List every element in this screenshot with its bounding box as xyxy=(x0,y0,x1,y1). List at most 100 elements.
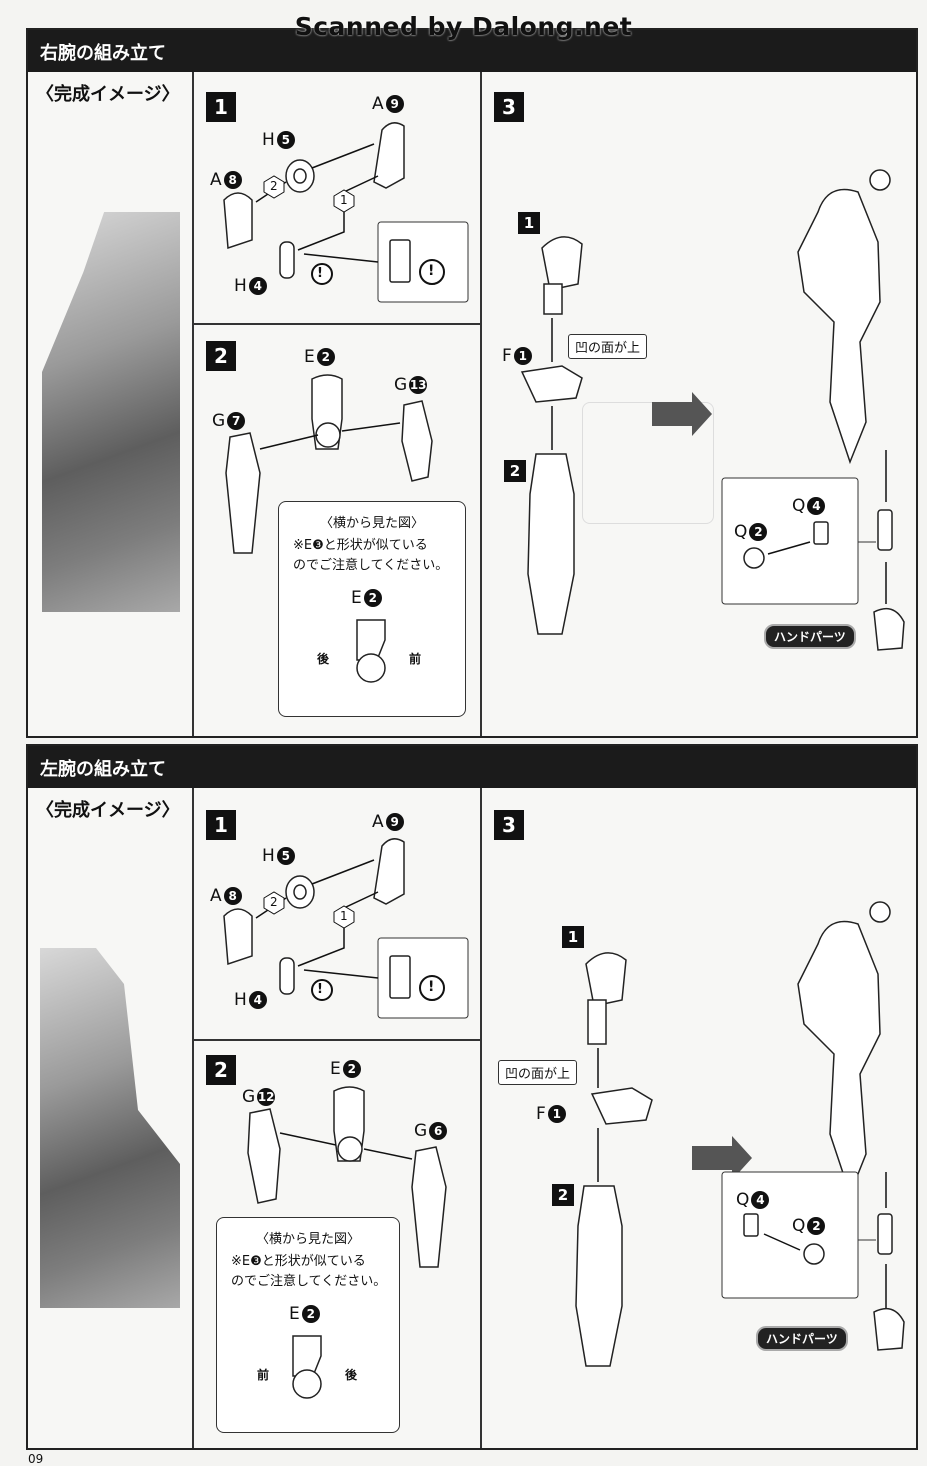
label-back: 後 xyxy=(317,652,330,666)
note-title: 〈横から見た図〉 xyxy=(255,1232,360,1247)
assembled-arm-shape xyxy=(797,188,881,465)
hand-part-shape xyxy=(873,607,905,651)
order-2-label: 2 xyxy=(270,895,278,909)
step-3-diagram xyxy=(520,169,905,651)
section-header: 右腕の組み立て xyxy=(28,30,916,72)
label-back: 後 xyxy=(345,1368,358,1382)
next-arrow xyxy=(652,392,712,436)
note-title: 〈横から見た図〉 xyxy=(319,516,424,531)
hand-parts-label: ハンドパーツ xyxy=(764,624,856,649)
substep-2: 2 xyxy=(504,460,526,482)
page-number: 09 xyxy=(28,1452,44,1466)
completed-image-panel: 〈完成イメージ〉 xyxy=(28,788,193,1448)
step-3-diagram xyxy=(575,901,905,1367)
part-q4-shape xyxy=(813,521,829,545)
shoulder-joint-shape xyxy=(541,236,583,291)
hand-parts-label: ハンドパーツ xyxy=(756,1326,848,1351)
part-g13-shape xyxy=(401,400,433,482)
order-2-label: 2 xyxy=(270,179,278,193)
step-2-diagram xyxy=(225,374,433,554)
next-arrow xyxy=(692,1136,752,1180)
substep-2: 2 xyxy=(552,1184,574,1206)
order-1-label: 1 xyxy=(340,193,348,207)
completed-image-label: 〈完成イメージ〉 xyxy=(36,84,180,105)
side-view-diagram xyxy=(292,1335,322,1399)
part-f1-shape xyxy=(520,365,583,403)
part-a8-shape xyxy=(223,192,253,250)
caution-icon: ! xyxy=(428,979,435,995)
step-number: 3 xyxy=(494,92,524,122)
hand-joint-peg xyxy=(877,509,893,551)
section-title: 右腕の組み立て xyxy=(40,43,166,64)
note-line-2: のでご注意してください。 xyxy=(231,1274,387,1289)
part-h4-shape xyxy=(279,241,295,279)
completed-image-label: 〈完成イメージ〉 xyxy=(36,800,180,821)
section-header: 左腕の組み立て xyxy=(28,746,916,788)
step-number: 2 xyxy=(206,1055,236,1085)
concave-side-up-tag: 凹の面が上 xyxy=(498,1060,578,1085)
step-1-diagram xyxy=(223,122,469,303)
label-front: 前 xyxy=(409,652,422,666)
step-1-diagram xyxy=(223,838,469,1019)
step-number: 3 xyxy=(494,810,524,840)
completed-arm-photo xyxy=(40,948,180,1308)
forearm-shape xyxy=(527,453,575,635)
caution-icon: ! xyxy=(317,982,323,997)
note-line-1: ※E❸と形状が似ている xyxy=(293,538,428,553)
completed-arm-photo xyxy=(42,212,180,612)
part-a9-shape xyxy=(373,122,405,189)
step-number: 1 xyxy=(206,810,236,840)
caution-icon: ! xyxy=(428,263,435,279)
side-view-diagram xyxy=(356,619,386,683)
step-2-diagram xyxy=(247,1086,447,1268)
note-line-1: ※E❸と形状が似ている xyxy=(231,1254,366,1269)
step-number: 1 xyxy=(206,92,236,122)
substep-1: 1 xyxy=(562,926,584,948)
part-q2-shape xyxy=(743,547,765,569)
ghost-background-panel xyxy=(582,402,714,524)
shoulder-peg-shape xyxy=(543,283,563,315)
label-front: 前 xyxy=(257,1368,270,1382)
completed-image-panel: 〈完成イメージ〉 xyxy=(28,72,193,736)
watermark-text: Scanned by Dalong.net xyxy=(294,12,633,41)
concave-side-up-tag: 凹の面が上 xyxy=(568,334,648,359)
part-g7-shape xyxy=(225,432,261,554)
note-line-2: のでご注意してください。 xyxy=(293,558,449,573)
section-title: 左腕の組み立て xyxy=(40,759,166,780)
order-1-label: 1 xyxy=(340,909,348,923)
caution-icon: ! xyxy=(317,266,323,281)
step-number: 2 xyxy=(206,341,236,371)
